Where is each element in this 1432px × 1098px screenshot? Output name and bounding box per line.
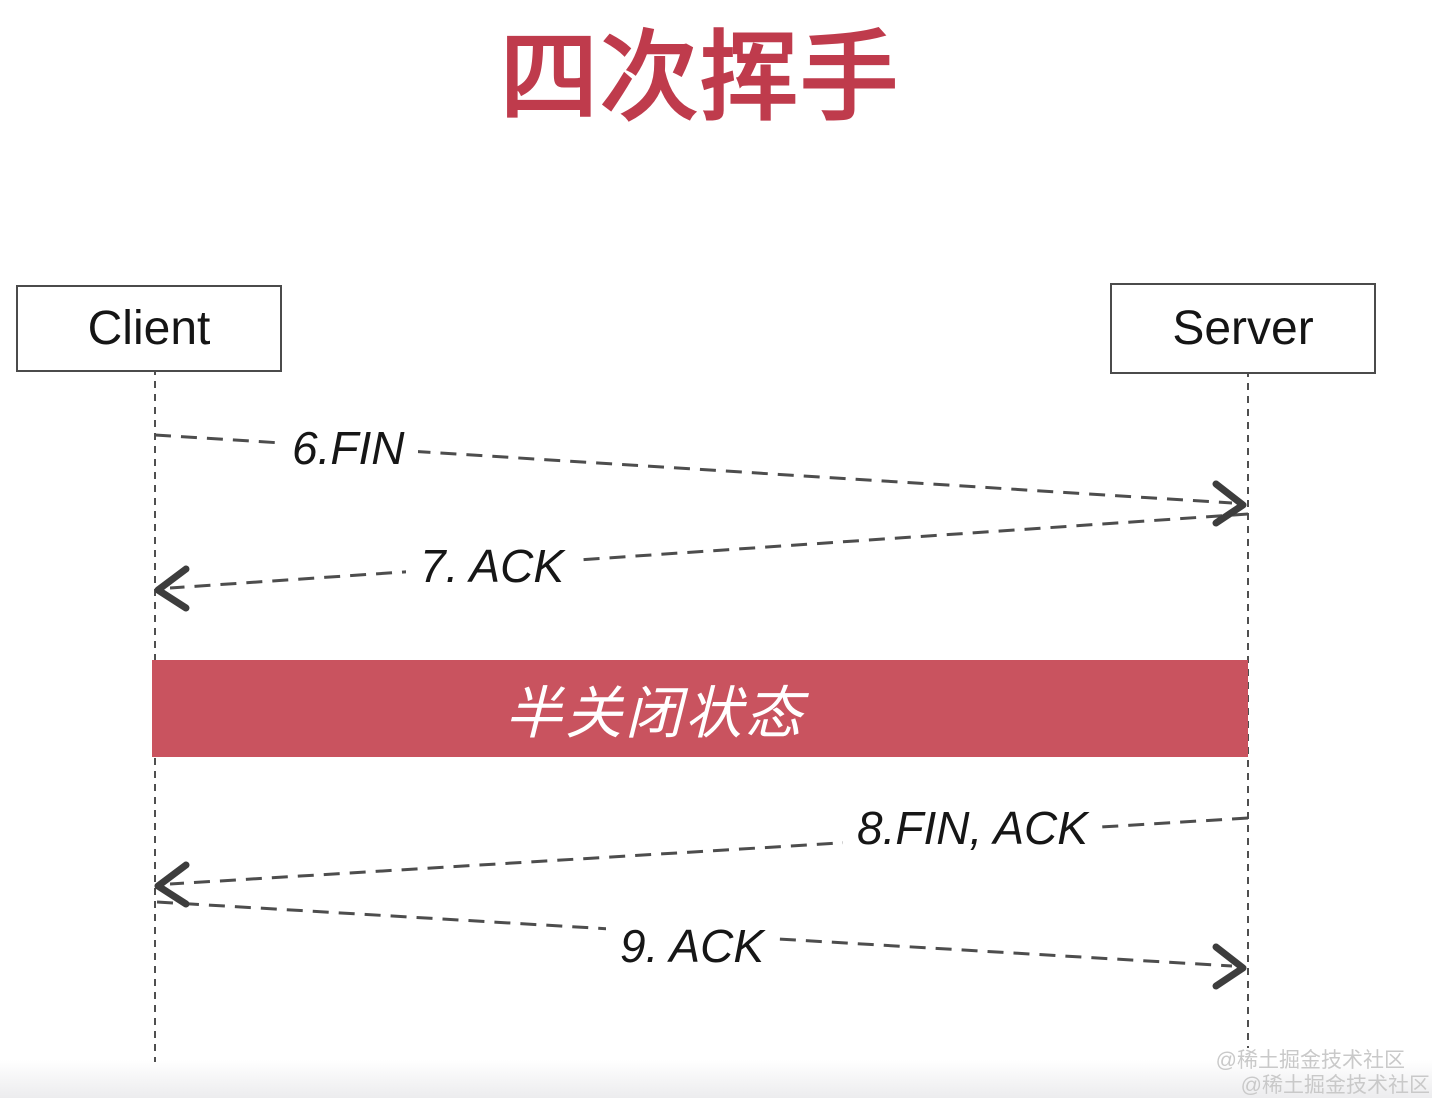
client-actor-label: Client [87, 302, 211, 355]
server-actor-box: Server [1110, 283, 1376, 374]
arrowhead-right-icon [1212, 480, 1247, 527]
server-actor-label: Server [1172, 302, 1314, 355]
page-title: 四次挥手 [500, 22, 901, 132]
message-label-fin: 6.FIN [278, 420, 419, 476]
arrowhead-left-icon [154, 565, 190, 612]
message-label-ack-9: 9. ACK [606, 918, 779, 974]
message-label-ack-7: 7. ACK [406, 538, 579, 594]
half-closed-state-banner: 半关闭状态 [152, 660, 1248, 757]
message-label-fin-ack: 8.FIN, ACK [843, 800, 1102, 856]
half-closed-state-label: 半关闭状态 [505, 681, 805, 746]
message-line-ack-9 [156, 900, 1233, 968]
watermark: @稀土掘金技术社区 [1215, 1049, 1405, 1072]
message-line-fin [154, 433, 1233, 505]
bottom-fade-gradient [0, 1060, 1432, 1098]
message-line-ack-7 [169, 512, 1249, 590]
watermark: @稀土掘金技术社区 [1240, 1074, 1430, 1097]
arrowhead-left-icon [154, 861, 190, 908]
client-actor-box: Client [16, 285, 282, 372]
arrowhead-right-icon [1212, 943, 1247, 990]
